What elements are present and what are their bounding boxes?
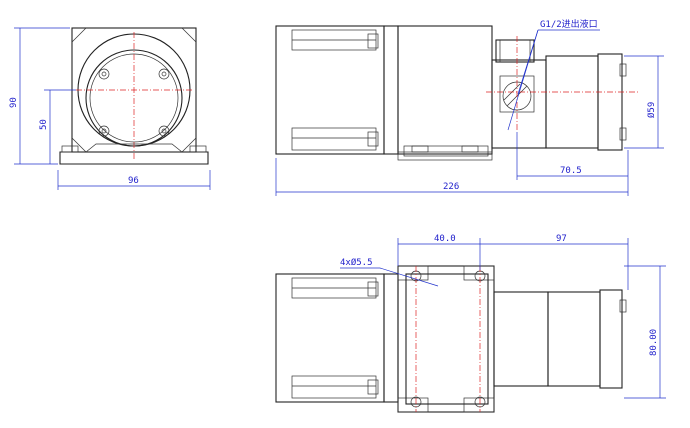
pump-housing-top	[493, 291, 549, 387]
base-plate	[59, 151, 209, 165]
dim-width-80: 80.00	[649, 329, 659, 356]
dim-width-96: 96	[128, 176, 139, 186]
port-callout: G1/2进出液口	[540, 18, 598, 30]
dim-97: 97	[556, 234, 567, 244]
top-view: 40.0 97 4xØ5.5 80.00	[275, 234, 666, 413]
base-plate-top	[397, 265, 495, 413]
dim-length-226: 226	[443, 182, 459, 192]
pump-end-cap	[597, 53, 623, 151]
inlet-port	[495, 39, 535, 63]
gearbox	[397, 25, 493, 155]
side-view: G1/2进出液口 226 70.5 Ø59	[275, 18, 664, 196]
dim-height-90: 90	[9, 97, 19, 108]
dim-pump-70-5: 70.5	[560, 166, 582, 176]
hole-callout: 4xØ5.5	[340, 257, 373, 268]
dim-diameter-59: Ø59	[646, 102, 657, 118]
dim-hole-spacing: 40.0	[434, 234, 456, 244]
front-view: 96 90 50	[9, 27, 211, 190]
dim-height-50: 50	[39, 119, 49, 130]
